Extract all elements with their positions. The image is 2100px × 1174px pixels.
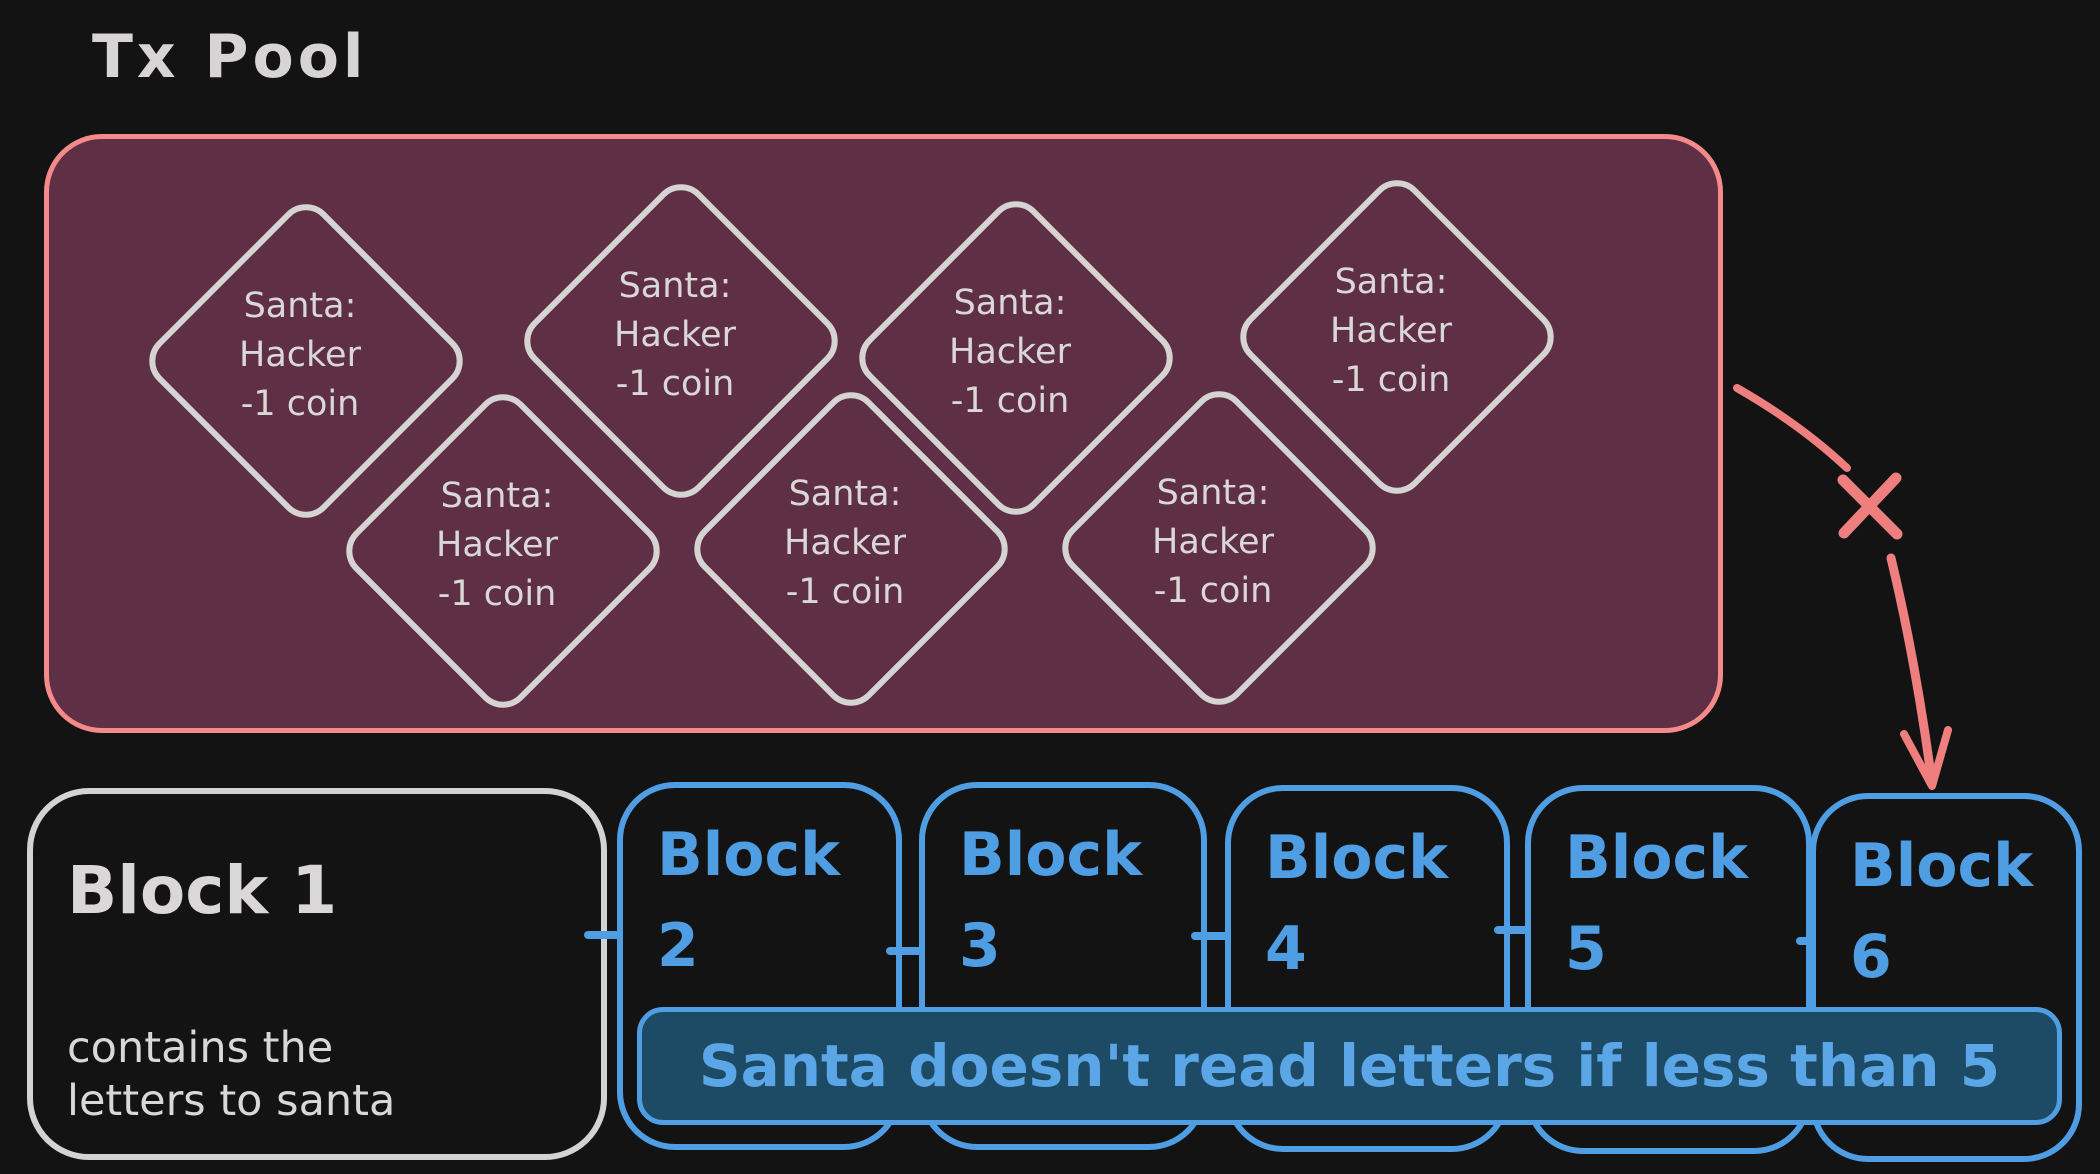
transaction-text: Santa: Hacker -1 coin [614,265,736,404]
transaction-text: Santa: Hacker -1 coin [949,282,1071,421]
arrow-head [1900,726,1952,790]
block-connector [1796,937,1814,945]
transaction-diamond: Santa: Hacker -1 coin [1228,168,1566,506]
x-mark-icon [1838,472,1902,539]
transaction-text: Santa: Hacker -1 coin [1330,261,1452,400]
block-connector [584,931,620,939]
block-connector [1494,926,1530,934]
tx-pool-container [44,134,1723,733]
transaction-diamond: Santa: Hacker -1 coin [847,189,1185,527]
block-2-label: Block 2 [657,820,840,982]
block-1-title: Block 1 [67,852,338,929]
transaction-text: Santa: Hacker -1 coin [1152,472,1274,611]
block-1-note: contains the letters to santa [67,1023,396,1127]
transaction-diamond: Santa: Hacker -1 coin [137,192,475,530]
block-3-label: Block 3 [959,820,1142,982]
block-6-label: Block 6 [1850,831,2033,993]
block-3: Block 3 [919,782,1207,1150]
transaction-text: Santa: Hacker -1 coin [239,285,361,424]
arrow-lower-segment [1886,553,1937,788]
block-5-label: Block 5 [1565,823,1748,985]
block-connector [886,947,922,955]
consensus-banner-text: Santa doesn't read letters if less than … [698,1032,2001,1100]
block-1: Block 1 contains the letters to santa [27,788,607,1160]
consensus-banner: Santa doesn't read letters if less than … [637,1007,2062,1125]
block-4-label: Block 4 [1265,823,1448,985]
block-5: Block 5 [1525,785,1812,1154]
arrow-upper-segment [1733,384,1851,472]
transaction-text: Santa: Hacker -1 coin [784,473,906,612]
transaction-diamond: Santa: Hacker -1 coin [1050,379,1388,717]
x-mark-icon [1837,474,1903,540]
block-4: Block 4 [1225,785,1510,1152]
transaction-text: Santa: Hacker -1 coin [436,475,558,614]
block-6: Block 6 [1810,793,2082,1162]
transaction-diamond: Santa: Hacker -1 coin [512,172,850,510]
tx-pool-title: Tx Pool [92,22,368,92]
transaction-diamond: Santa: Hacker -1 coin [334,382,672,720]
block-connector [1191,932,1229,940]
transaction-diamond: Santa: Hacker -1 coin [682,380,1020,718]
block-2: Block 2 [617,782,902,1150]
